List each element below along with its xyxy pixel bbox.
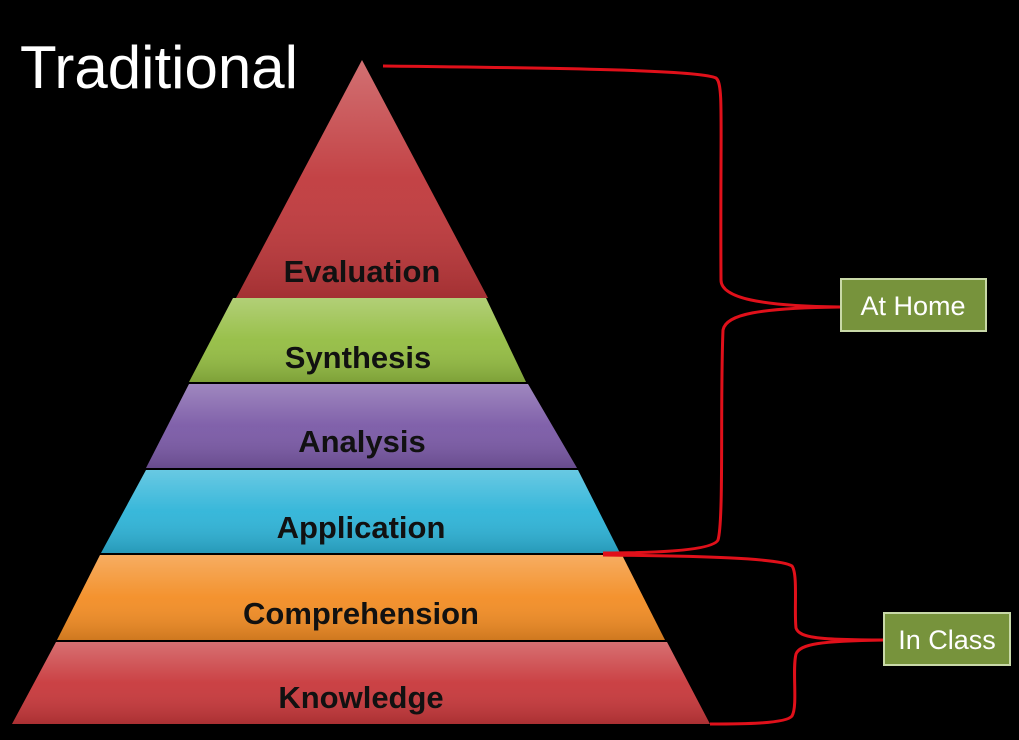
bracket-at-home <box>382 64 841 555</box>
level-label-evaluation: Evaluation <box>284 254 441 289</box>
group-box-at-home: At Home <box>840 278 987 332</box>
pyramid-level-comprehension: Comprehension <box>57 555 665 640</box>
level-label-knowledge: Knowledge <box>278 680 443 715</box>
pyramid-level-synthesis: Synthesis <box>189 298 526 382</box>
pyramid-level-evaluation: Evaluation <box>236 60 488 298</box>
pyramid-level-analysis: Analysis <box>146 384 577 468</box>
diagram-title: Traditional <box>20 34 298 101</box>
group-box-in-class: In Class <box>883 612 1011 666</box>
pyramid-level-knowledge: Knowledge <box>12 642 710 724</box>
pyramid-level-application: Application <box>101 470 620 553</box>
group-label-in-class: In Class <box>898 625 996 655</box>
level-label-analysis: Analysis <box>298 424 426 459</box>
level-label-synthesis: Synthesis <box>285 340 431 375</box>
level-label-comprehension: Comprehension <box>243 596 479 631</box>
level-label-application: Application <box>277 510 446 545</box>
group-label-at-home: At Home <box>860 291 965 321</box>
bracket-in-class <box>602 553 885 726</box>
